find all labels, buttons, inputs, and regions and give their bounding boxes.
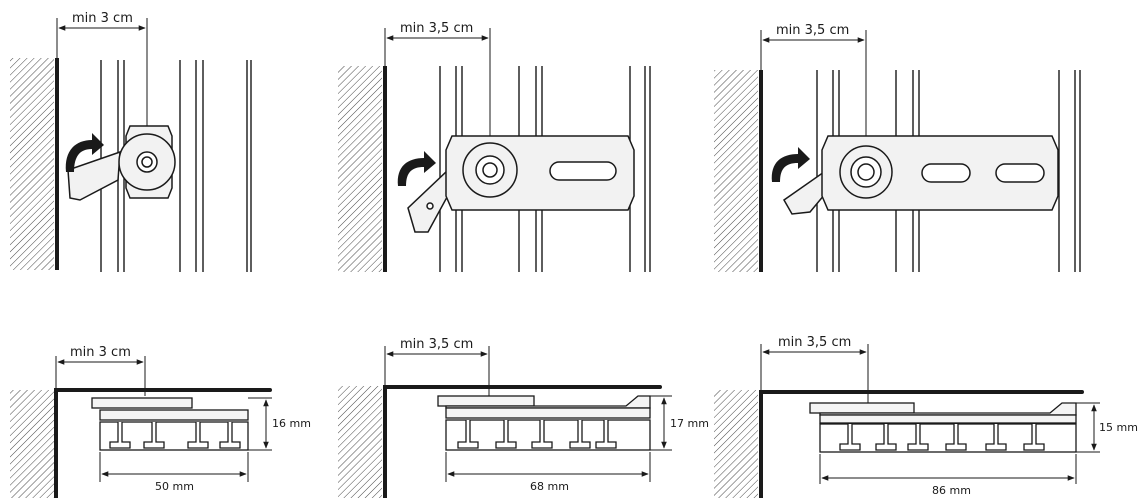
wall-hatch xyxy=(714,70,758,272)
rail-profile xyxy=(437,395,651,451)
top-right-panel: min 3,5 cm xyxy=(714,23,1081,272)
height-label: 15 mm xyxy=(1099,421,1138,434)
wall-hatch xyxy=(338,66,382,272)
clip-bracket xyxy=(67,125,176,201)
wall-hatch xyxy=(714,390,758,498)
gap-label: min 3,5 cm xyxy=(778,335,851,350)
gap-label: min 3 cm xyxy=(72,11,133,26)
gap-label: min 3 cm xyxy=(70,345,131,360)
clip-bracket xyxy=(783,135,1059,215)
width-label: 50 mm xyxy=(155,480,194,493)
curved-arrow-icon xyxy=(65,133,104,172)
height-label: 17 mm xyxy=(670,417,709,430)
height-label: 16 mm xyxy=(272,417,311,430)
wall-hatch xyxy=(10,58,54,270)
curved-arrow-icon xyxy=(397,151,436,186)
gap-label: min 3,5 cm xyxy=(400,337,473,352)
wall-hatch xyxy=(338,386,382,498)
top-left-panel: min 3 cm xyxy=(10,11,252,272)
top-middle-panel: min 3,5 cm xyxy=(338,21,651,272)
window-frame-lines xyxy=(100,60,252,272)
bottom-left-panel: min 3 cm 16 mm 50 mm xyxy=(10,345,311,498)
width-label: 68 mm xyxy=(530,480,569,493)
ceiling-wall-edge xyxy=(759,390,1084,498)
ceiling-wall-edge xyxy=(383,385,662,498)
wall-hatch xyxy=(10,390,54,498)
gap-label: min 3,5 cm xyxy=(776,23,849,38)
rail-profile xyxy=(809,402,1077,453)
rail-profile xyxy=(91,397,249,451)
gap-label: min 3,5 cm xyxy=(400,21,473,36)
ceiling-wall-edge xyxy=(54,388,272,498)
bottom-right-panel: min 3,5 cm 15 mm 86 mm xyxy=(714,335,1138,498)
width-label: 86 mm xyxy=(932,484,971,497)
clip-bracket xyxy=(407,135,635,233)
bottom-middle-panel: min 3,5 cm 17 mm 68 mm xyxy=(338,337,709,498)
curved-arrow-icon xyxy=(771,147,810,182)
